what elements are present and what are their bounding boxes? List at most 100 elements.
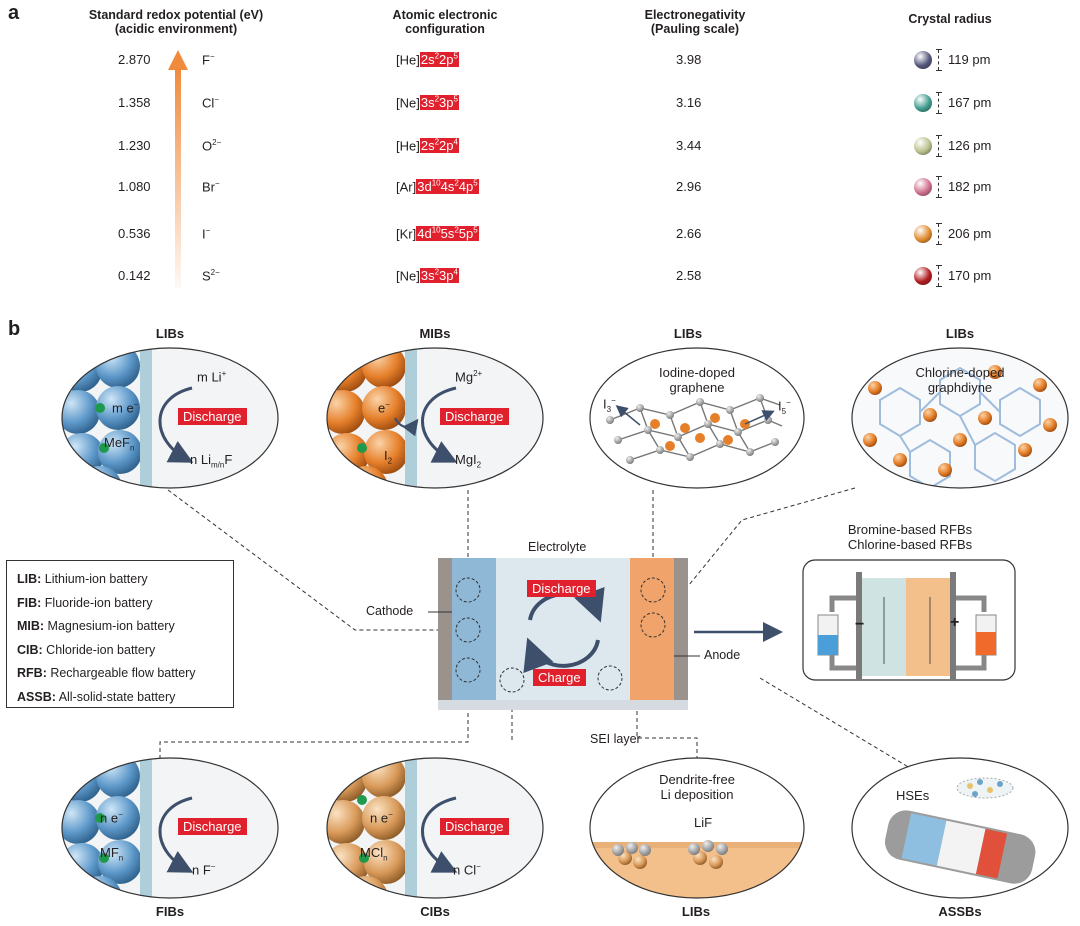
electron-configuration: [Ar]3d104s24p5 bbox=[396, 179, 479, 195]
valence-shell: 3s23p4 bbox=[419, 268, 459, 284]
label-lib-top-1: LIBs bbox=[155, 326, 185, 341]
ion-sphere bbox=[914, 51, 932, 69]
cib-discharge-tag: Discharge bbox=[440, 818, 509, 835]
electronegativity-value: 3.98 bbox=[676, 52, 702, 67]
cib-electrons: n e− bbox=[370, 810, 393, 826]
panel-a-letter: a bbox=[8, 2, 20, 24]
lib1-discharge-tag: Discharge bbox=[178, 408, 247, 425]
header-config: Atomic electronic configuration bbox=[392, 8, 498, 36]
cib-material: MCln bbox=[360, 845, 388, 863]
crystal-radius-value: 167 pm bbox=[948, 95, 992, 110]
label-assb-bottom: ASSBs bbox=[938, 904, 982, 919]
radius-indicator bbox=[936, 49, 942, 71]
cathode-label: Cathode bbox=[366, 604, 414, 618]
mib-material: I2 bbox=[384, 448, 393, 466]
crystal-radius-value: 126 pm bbox=[948, 138, 992, 153]
radius-indicator bbox=[936, 176, 942, 198]
electron-configuration: [Kr]4d105s25p5 bbox=[396, 226, 479, 242]
anode-label: Anode bbox=[704, 648, 741, 662]
lif-label: LiF bbox=[694, 815, 713, 830]
electron-configuration: [Ne]3s23p4 bbox=[396, 268, 459, 284]
ellipse-iodine-graphene bbox=[589, 347, 805, 489]
label-fib-bottom: FIBs bbox=[155, 904, 185, 919]
redox-potential: 1.080 bbox=[118, 179, 151, 194]
lib1-product: n Lim/nF bbox=[190, 452, 233, 470]
valence-shell: 4d105s25p5 bbox=[416, 226, 479, 242]
electron-configuration: [He]2s22p4 bbox=[396, 138, 459, 154]
electronegativity-value: 3.16 bbox=[676, 95, 702, 110]
fib-product: n F− bbox=[192, 862, 216, 878]
radius-indicator bbox=[936, 265, 942, 287]
fib-material: MFn bbox=[100, 845, 124, 863]
ellipse-chlorine-graphdiyne bbox=[851, 347, 1069, 489]
iodine-i3: I3− bbox=[603, 396, 616, 414]
electron-configuration: [Ne]3s23p5 bbox=[396, 95, 459, 111]
valence-shell: 3d104s24p5 bbox=[416, 179, 479, 195]
fib-discharge-tag: Discharge bbox=[178, 818, 247, 835]
mib-discharge-tag: Discharge bbox=[440, 408, 509, 425]
ion-sphere bbox=[914, 178, 932, 196]
legend-entry: CIB: Chloride-ion battery bbox=[17, 642, 156, 657]
header-crystal-radius: Crystal radius bbox=[908, 12, 992, 26]
mib-electron: e− bbox=[378, 400, 390, 416]
valence-shell: 2s22p4 bbox=[419, 138, 459, 154]
label-mib-top: MIBs bbox=[419, 326, 451, 341]
ellipse-fib bbox=[61, 757, 279, 899]
label-lib-top-3: LIBs bbox=[673, 326, 703, 341]
lib1-electrons: m e− bbox=[112, 400, 139, 416]
cib-product: n Cl− bbox=[453, 862, 481, 878]
ion-symbol: F− bbox=[202, 52, 215, 68]
sei-layer-label: SEI layer bbox=[590, 732, 641, 746]
ellipse-lib-conversion bbox=[61, 347, 279, 489]
electronegativity-value: 2.58 bbox=[676, 268, 702, 283]
valence-shell: 3s23p5 bbox=[419, 95, 459, 111]
radius-indicator bbox=[936, 135, 942, 157]
redox-potential: 0.142 bbox=[118, 268, 151, 283]
mib-in: Mg2+ bbox=[455, 369, 483, 385]
ellipse-assb bbox=[851, 757, 1069, 899]
ion-sphere bbox=[914, 137, 932, 155]
mib-product: MgI2 bbox=[455, 452, 482, 470]
redox-potential: 2.870 bbox=[118, 52, 151, 67]
lif-cluster-left bbox=[612, 842, 651, 869]
fib-electrons: n e− bbox=[100, 810, 123, 826]
legend-entry: FIB: Fluoride-ion battery bbox=[17, 595, 153, 610]
legend-entry: MIB: Magnesium-ion battery bbox=[17, 619, 175, 634]
crystal-radius-value: 119 pm bbox=[948, 52, 991, 67]
hse-label: HSEs bbox=[896, 788, 930, 803]
electron-configuration: [He]2s22p5 bbox=[396, 52, 459, 68]
lib1-in: m Li+ bbox=[197, 369, 227, 385]
legend-entry: RFB: Rechargeable flow battery bbox=[17, 666, 196, 681]
center-discharge-tag: Discharge bbox=[527, 580, 596, 597]
crystal-radius-value: 170 pm bbox=[948, 268, 992, 283]
ellipse-cib bbox=[326, 757, 544, 899]
radius-indicator bbox=[936, 223, 942, 245]
header-electronegativity: Electronegativity (Pauling scale) bbox=[644, 8, 746, 36]
rfb-diagram bbox=[802, 559, 1016, 681]
ellipse-mib-conversion bbox=[326, 347, 544, 489]
label-cib-bottom: CIBs bbox=[420, 904, 450, 919]
ion-symbol: Cl− bbox=[202, 95, 219, 111]
crystal-radius-value: 182 pm bbox=[948, 179, 992, 194]
crystal-radius-value: 206 pm bbox=[948, 226, 992, 241]
iodine-i5: I5− bbox=[778, 398, 791, 416]
electronegativity-value: 2.66 bbox=[676, 226, 702, 241]
valence-shell: 2s22p5 bbox=[419, 52, 459, 68]
ion-symbol: S2− bbox=[202, 268, 220, 284]
legend-entry: LIB: Lithium-ion battery bbox=[17, 572, 148, 586]
legend-entry: ASSB: All-solid-state battery bbox=[17, 689, 176, 704]
rfb-plus: + bbox=[950, 614, 960, 631]
ion-symbol: I− bbox=[202, 226, 211, 242]
ion-sphere bbox=[914, 225, 932, 243]
electronegativity-value: 2.96 bbox=[676, 179, 702, 194]
panel-b-letter: b bbox=[8, 318, 21, 340]
electronegativity-value: 3.44 bbox=[676, 138, 702, 153]
label-lib-bottom: LIBs bbox=[681, 904, 711, 919]
ion-sphere bbox=[914, 94, 932, 112]
redox-potential: 0.536 bbox=[118, 226, 151, 241]
header-redox: Standard redox potential (eV) (acidic en… bbox=[88, 8, 264, 36]
ion-symbol: O2− bbox=[202, 138, 222, 154]
